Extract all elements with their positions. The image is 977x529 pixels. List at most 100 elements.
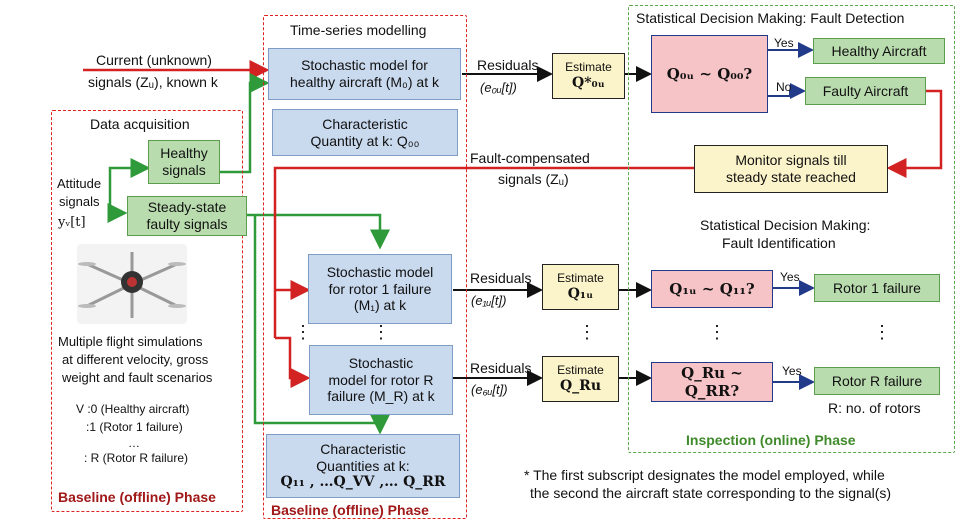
m1-line1: Stochastic model bbox=[326, 263, 434, 280]
yesr-label: Yes bbox=[782, 364, 802, 378]
scenario-dots: … bbox=[128, 436, 140, 450]
healthy-aircraft-box: Healthy Aircraft bbox=[813, 38, 945, 64]
faulty-to-models-line bbox=[247, 213, 390, 250]
compensated-label-1: Fault-compensated bbox=[470, 150, 590, 166]
cqs-line1: Characteristic bbox=[320, 440, 406, 457]
faulty-signals-label: Steady-state faulty signals bbox=[146, 199, 228, 232]
mr-line1: Stochastic bbox=[348, 354, 414, 371]
monitor-box: Monitor signals till steady state reache… bbox=[694, 145, 888, 193]
identification-title-1: Statistical Decision Making: bbox=[700, 217, 871, 233]
data-acquisition-region bbox=[51, 110, 243, 512]
faulty-signals-box: Steady-state faulty signals bbox=[127, 196, 247, 236]
drone-icon bbox=[78, 252, 186, 318]
estimate1-symbol: Q₁ᵤ bbox=[567, 285, 594, 302]
compensated-label-2: signals (Zᵤ) bbox=[498, 171, 569, 187]
healthy-model-box: Stochastic model for healthy aircraft (M… bbox=[268, 48, 461, 100]
healthy-signals-box: Healthy signals bbox=[148, 140, 220, 184]
attitude-label-3: yᵥ[t] bbox=[58, 215, 86, 230]
monitor-line2: steady state reached bbox=[726, 169, 856, 185]
mr-line3: failure (M_R) at k bbox=[327, 388, 435, 405]
residualsr-symbol: (e₆ᵤ[t]) bbox=[471, 382, 508, 397]
healthy-model-line2: healthy aircraft (M₀) at k bbox=[290, 74, 439, 90]
rotor1-failure-box: Rotor 1 failure bbox=[814, 274, 940, 302]
residuals1-symbol: (e₁ᵤ[t]) bbox=[471, 293, 507, 308]
rotorr-model-box: Stochastic model for rotor R failure (M_… bbox=[309, 345, 453, 415]
cqs-line3: Q₁₁ , …Q_VV ,… Q_RR bbox=[280, 474, 446, 491]
attitude-trunk-line bbox=[108, 158, 151, 213]
models-vdots: ⋮ bbox=[372, 322, 390, 342]
faulty-to-monitor-arrow bbox=[886, 89, 943, 178]
simulation-text-1: Multiple flight simulations bbox=[58, 334, 203, 349]
residuals0-label: Residuals bbox=[477, 57, 539, 73]
drone-image bbox=[77, 244, 187, 324]
cq-line1: Characteristic bbox=[322, 115, 408, 132]
yes-label: Yes bbox=[774, 36, 794, 50]
timeseries-title: Time-series modelling bbox=[290, 22, 427, 38]
scenario-v0: V :0 (Healthy aircraft) bbox=[76, 402, 190, 416]
compensated-signal-line bbox=[273, 166, 694, 338]
footnote-line2: the second the aircraft state correspond… bbox=[530, 485, 892, 501]
faulty-aircraft-box: Faulty Aircraft bbox=[805, 77, 926, 105]
faulty-aircraft-label: Faulty Aircraft bbox=[822, 82, 909, 99]
estimate1-label: Estimate bbox=[557, 271, 604, 286]
rotor1-decision-box: Q₁ᵤ ~ Q₁₁? bbox=[651, 270, 773, 308]
models-vdots-left: ⋮ bbox=[294, 322, 312, 342]
detection-title: Statistical Decision Making: Fault Detec… bbox=[636, 10, 905, 26]
mr-line2: model for rotor R bbox=[328, 371, 434, 388]
estimates-vdots: ⋮ bbox=[578, 322, 596, 342]
baseline-phase-left: Baseline (offline) Phase bbox=[58, 489, 216, 505]
estimate0-symbol: Q*₀ᵤ bbox=[572, 74, 605, 91]
rotorr-failure-box: Rotor R failure bbox=[814, 367, 940, 395]
rotorr-failure-label: Rotor R failure bbox=[831, 372, 923, 389]
comp-to-mr-arrow bbox=[275, 336, 311, 388]
faulty-to-quantities-line bbox=[253, 215, 390, 435]
rotor1-model-box: Stochastic model for rotor 1 failure (M₁… bbox=[308, 254, 452, 324]
rotorr-decision-text: Q_Ru ~ Q_RR? bbox=[681, 364, 743, 400]
rotors-note: R: no. of rotors bbox=[828, 400, 921, 416]
rotor1-failure-label: Rotor 1 failure bbox=[833, 279, 921, 296]
estimate1-box: Estimate Q₁ᵤ bbox=[542, 264, 619, 310]
estimate0-label: Estimate bbox=[565, 60, 612, 75]
healthy-aircraft-label: Healthy Aircraft bbox=[831, 42, 927, 59]
simulation-text-2: at different velocity, gross bbox=[62, 352, 209, 367]
estimater-box: Estimate Q_Ru bbox=[542, 356, 619, 402]
attitude-label-2: signals bbox=[59, 194, 100, 209]
attitude-label-1: Attitude bbox=[57, 176, 102, 191]
residuals0-symbol: (e₀ᵤ[t]) bbox=[480, 80, 517, 95]
outcomes-vdots: ⋮ bbox=[873, 322, 891, 342]
data-acquisition-title: Data acquisition bbox=[90, 116, 190, 132]
rotor1-decision-text: Q₁ᵤ ~ Q₁₁? bbox=[669, 280, 755, 298]
detection-decision-box: Q₀ᵤ ~ Q₀₀? bbox=[651, 35, 768, 113]
estimater-symbol: Q_Ru bbox=[559, 377, 601, 394]
estimate0-box: Estimate Q*₀ᵤ bbox=[552, 53, 625, 99]
m1-line3: (M₁) at k bbox=[353, 297, 407, 314]
m1-line2: for rotor 1 failure bbox=[328, 280, 432, 297]
simulation-text-3: weight and fault scenarios bbox=[62, 370, 213, 385]
timeseries-region bbox=[263, 15, 467, 519]
healthy-to-model-line bbox=[220, 73, 270, 174]
current-signals-label-1: Current (unknown) bbox=[96, 52, 212, 68]
characteristic-quantity-box: Characteristic Quantity at k: Q₀₀ bbox=[272, 109, 458, 156]
footnote-line1: * The first subscript designates the mod… bbox=[524, 467, 885, 483]
estimater-label: Estimate bbox=[557, 363, 604, 378]
detection-decision-text: Q₀ᵤ ~ Q₀₀? bbox=[666, 65, 753, 83]
healthy-signals-label: Healthy signals bbox=[160, 145, 208, 178]
cq-line2: Quantity at k: Q₀₀ bbox=[310, 132, 420, 149]
yes1-label: Yes bbox=[780, 270, 800, 284]
baseline-phase-mid: Baseline (offline) Phase bbox=[271, 502, 429, 518]
inspection-region bbox=[628, 5, 955, 453]
inspection-phase: Inspection (online) Phase bbox=[686, 432, 856, 448]
no-faulty-arrow bbox=[768, 83, 806, 99]
residuals1-label: Residuals bbox=[470, 270, 532, 286]
scenario-vr: : R (Rotor R failure) bbox=[84, 451, 189, 465]
rotorr-decision-box: Q_Ru ~ Q_RR? bbox=[651, 362, 773, 402]
decisions-vdots: ⋮ bbox=[708, 322, 726, 342]
residualsr-label: Residuals bbox=[470, 360, 532, 376]
monitor-line1: Monitor signals till bbox=[735, 152, 847, 169]
no-label: No bbox=[776, 80, 792, 94]
cqs-line2: Quantities at k: bbox=[316, 457, 410, 474]
scenario-v1: :1 (Rotor 1 failure) bbox=[86, 420, 183, 434]
current-signals-label-2: signals (Zᵤ), known k bbox=[88, 74, 218, 90]
healthy-model-line1: Stochastic model for bbox=[301, 57, 428, 74]
